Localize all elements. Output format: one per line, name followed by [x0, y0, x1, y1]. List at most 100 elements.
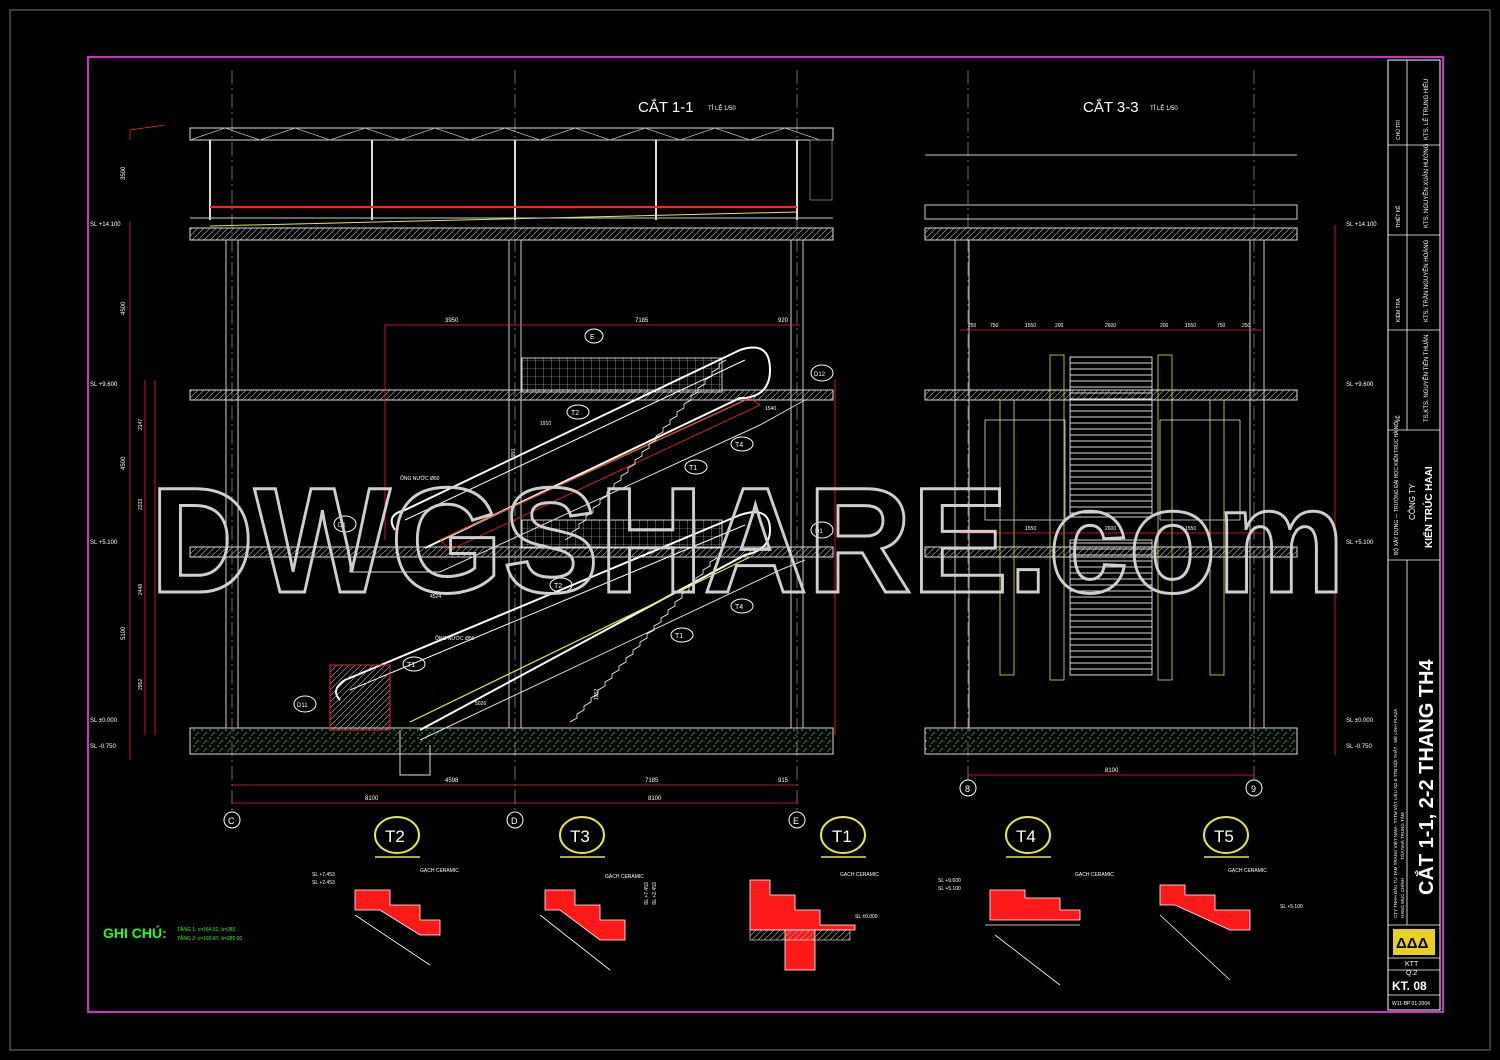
axis-bubble-8: 8 [959, 779, 977, 797]
svg-text:SL +14.100: SL +14.100 [90, 222, 121, 228]
tb-company-prefix: CÔNG TY [1408, 483, 1417, 520]
svg-text:T2: T2 [554, 583, 562, 590]
axis-bubble-c: C [223, 811, 241, 829]
svg-text:9: 9 [1251, 784, 1256, 794]
svg-text:D1: D1 [338, 523, 346, 529]
tb-company-name: KIẾN TRÚC HAAI [1422, 466, 1435, 548]
svg-text:D1: D1 [815, 529, 823, 535]
tb-person-3: KTS. TRẦN NGUYỄN HOÀNG [1423, 239, 1430, 322]
svg-text:T4: T4 [1016, 827, 1036, 846]
dim-b-915: 915 [778, 778, 789, 784]
tb-person-1: KTS. LÊ TRUNG HIẾU [1422, 79, 1430, 140]
svg-text:GẠCH CERAMIC: GẠCH CERAMIC [840, 872, 879, 878]
dim-920: 920 [778, 318, 789, 324]
svg-text:D12: D12 [814, 372, 826, 378]
stair-dim-1540: 1540 [765, 406, 776, 412]
svg-text:SL +2.453: SL +2.453 [652, 882, 658, 905]
svg-text:2600: 2600 [1105, 526, 1116, 532]
pipe-label-upper: ỐNG NƯỚC Ø50 [400, 475, 440, 482]
callout-t1-bottom: T1 [402, 656, 426, 672]
svg-text:SL +2.453: SL +2.453 [312, 880, 335, 886]
outer-frame [9, 9, 1491, 1051]
svg-text:1550: 1550 [1025, 526, 1036, 532]
tb-phase: Q.2 [1406, 970, 1417, 977]
detail-t1: T1 GẠCH CERAMIC SL ±0.000 [749, 816, 879, 971]
svg-text:SL +7.453: SL +7.453 [312, 872, 335, 878]
detail-t5: T5 GẠCH CERAMIC SL +5.100 [1159, 816, 1303, 981]
tb-person-2: KTS. NGUYỄN XUÂN HƯỚNG [1423, 143, 1430, 228]
tb-sheet-title: CẮT 1-1, 2-2 THANG TH4 [1414, 659, 1438, 895]
svg-text:T2: T2 [385, 827, 405, 846]
pipe-label-lower: ỐNG NƯỚC Ø50 [435, 635, 475, 642]
section-3-title: CẮT 3-3 [1083, 98, 1139, 116]
svg-text:T1: T1 [689, 465, 697, 472]
stair-dim-1910: 1910 [540, 421, 551, 427]
svg-text:T4: T4 [735, 604, 743, 611]
tb-logo-box [1393, 929, 1435, 955]
svg-text:250: 250 [1242, 323, 1251, 329]
tb-role-4: VẼ [1395, 415, 1402, 422]
callout-t4-upper: T4 [730, 436, 754, 452]
svg-text:750: 750 [1217, 323, 1226, 329]
dim-7185: 7185 [635, 318, 649, 324]
tb-role-3: KIỂM TRA [1395, 298, 1402, 322]
svg-text:T2: T2 [571, 410, 579, 417]
stair-dim-1952: 1952 [594, 689, 600, 700]
sheet-border [87, 56, 1444, 1013]
levels-right: SL +14.100 SL +9.600 SL +5.100 SL ±0.000… [1346, 222, 1377, 750]
svg-text:SL -0.750: SL -0.750 [1346, 744, 1372, 750]
svg-text:E: E [590, 334, 595, 341]
callout-t1-upper: T1 [684, 459, 708, 475]
tb-role-2: THIẾT KẾ [1395, 205, 1402, 228]
callout-t4-lower: T4 [730, 598, 754, 614]
svg-text:T5: T5 [1214, 827, 1234, 846]
svg-text:750: 750 [990, 323, 999, 329]
callout-t2-upper: T2 [566, 404, 590, 420]
svg-text:T1: T1 [407, 662, 415, 669]
dim-b-7185: 7185 [645, 778, 659, 784]
stair-dim-2147: 2147 [138, 419, 144, 430]
dim-v-4500a: 4500 [121, 301, 127, 315]
stair-dim-1950: 1950 [511, 449, 517, 460]
callout-t2-lower: T2 [549, 577, 573, 593]
section-1-title: CẮT 1-1 [638, 98, 694, 116]
svg-text:D11: D11 [297, 703, 308, 709]
svg-text:SL ±0.000: SL ±0.000 [1346, 718, 1374, 724]
svg-text:200: 200 [1160, 323, 1169, 329]
section-1-1: CẮT 1-1 TỈ LỆ 1/50 [90, 70, 836, 829]
svg-text:GẠCH CERAMIC: GẠCH CERAMIC [605, 874, 644, 880]
detail-t3: T3 GẠCH CERAMIC SL +7.453 SL +2.453 [539, 816, 658, 971]
note-line-2: TẦNG 2: c=165.67, b=285.00 [177, 935, 243, 942]
svg-text:GẠCH CERAMIC: GẠCH CERAMIC [1075, 872, 1114, 878]
svg-text:T1: T1 [832, 827, 852, 846]
svg-text:D: D [511, 816, 518, 826]
title-block: CHỦ TRÌ THIẾT KẾ KIỂM TRA VẼ KTS. LÊ TRU… [1387, 59, 1441, 1011]
tb-sheet-no: KT. 08 [1392, 979, 1427, 993]
tb-item-label: HẠNG MỤC CHÍNH [1399, 878, 1405, 918]
svg-text:200: 200 [1055, 323, 1064, 329]
svg-text:T1: T1 [675, 633, 683, 640]
watermark: DWGSHARE.com [150, 456, 1345, 624]
svg-text:SL -0.750: SL -0.750 [90, 744, 116, 750]
svg-text:8: 8 [965, 784, 970, 794]
svg-text:1550: 1550 [1185, 323, 1196, 329]
svg-text:C: C [228, 816, 235, 826]
tb-project: CTY TNHH ĐẦU TƯ TAM TRANG VIỆT NAM - TTT… [1391, 709, 1398, 918]
callout-d1-left: D1 [333, 515, 357, 533]
dim-b-8100-right: 8100 [1105, 768, 1119, 774]
svg-text:SL ±0.000: SL ±0.000 [90, 718, 118, 724]
notes-title: GHI CHÚ: [103, 924, 167, 941]
dim-v-4500b: 4500 [121, 456, 127, 470]
callout-d12: D12 [810, 364, 834, 382]
tb-person-4: TS.KTS. NGUYỄN TIẾN THUẬN [1423, 335, 1430, 422]
svg-text:SL +5.100: SL +5.100 [1280, 904, 1303, 910]
detail-t4: T4 GẠCH CERAMIC SL +9.600 SL +5.100 [938, 816, 1114, 986]
tb-item-sub: TÒA NHÀ TRUNG TÂM [1399, 812, 1405, 860]
svg-text:SL +5.100: SL +5.100 [90, 540, 118, 546]
stair-dim-2448: 2448 [138, 584, 144, 595]
dim-b-4598: 4598 [445, 778, 459, 784]
svg-text:1550: 1550 [1025, 323, 1036, 329]
svg-text:1550: 1550 [1185, 526, 1196, 532]
stair-dim-5026: 5026 [475, 701, 486, 707]
tb-logo-text: KTT [1405, 961, 1419, 968]
